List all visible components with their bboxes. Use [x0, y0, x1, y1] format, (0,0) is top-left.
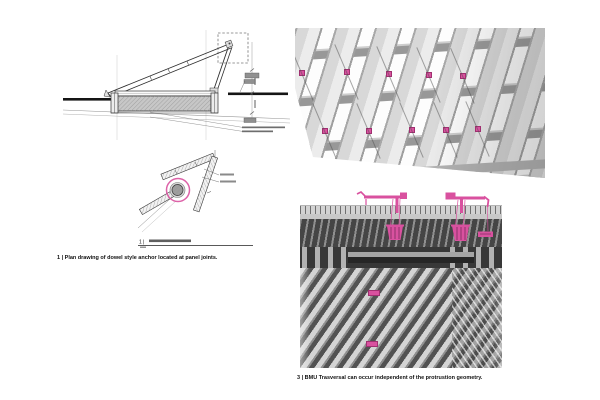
section-drawing: [62, 30, 291, 140]
figure3-caption: 3 | BMU Trasversal can occur independent…: [297, 375, 483, 381]
dowel-anchor: [171, 184, 184, 196]
pink-highlight-circle: [165, 177, 191, 203]
tower-posts-left: [302, 247, 352, 268]
tower-body-right-grid: [452, 268, 502, 368]
tower-upper-fin-zone: [300, 219, 502, 247]
tower-body-edge-light: [300, 268, 502, 368]
pink-anchor-marker: [416, 47, 441, 103]
pink-anchor-marker: [366, 341, 378, 347]
tower-mechanical-floor: [300, 247, 502, 268]
pink-anchor-marker: [433, 102, 458, 158]
pink-anchor-marker: [334, 44, 359, 100]
pink-anchor-marker: [368, 290, 380, 296]
pink-anchor-marker: [376, 46, 401, 102]
pink-anchor-marker: [450, 48, 475, 104]
pink-anchor-marker: [295, 45, 314, 101]
figure1-caption: 1 | Plan drawing of dowel style anchor l…: [57, 255, 218, 261]
detail-callout-box: [217, 32, 249, 64]
plan-detail-drawing: 1 |: [137, 150, 253, 248]
tower-beam: [348, 252, 474, 257]
tower-beam-shadow: [348, 257, 474, 263]
pink-anchor-marker: [356, 103, 381, 159]
pink-anchor-marker: [312, 103, 337, 159]
tower-bmu-render: [300, 188, 502, 368]
section-infill-panel: [116, 95, 212, 112]
tower-body-diagrid: [300, 268, 502, 368]
pink-anchor-marker: [465, 101, 490, 157]
facade-louver-render: [295, 28, 545, 178]
pink-anchor-marker: [399, 102, 424, 158]
drawing-number: 1 |: [139, 240, 144, 246]
tower-roof-railing: [300, 205, 502, 215]
